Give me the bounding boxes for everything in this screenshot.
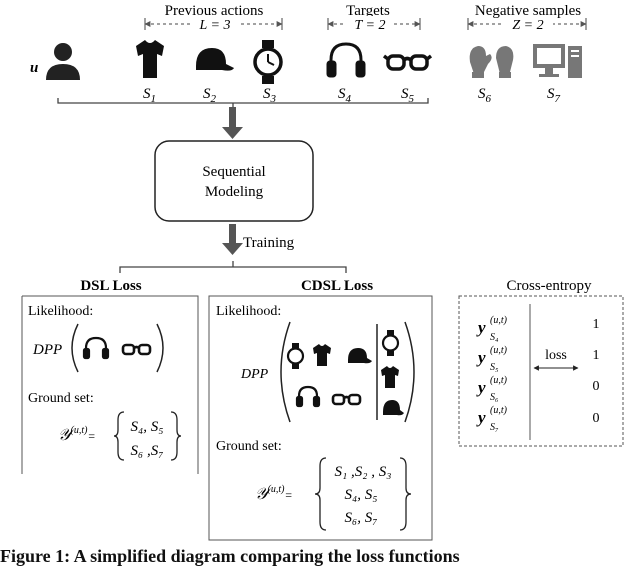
- ce-y-sup: (u,t): [490, 315, 508, 326]
- dsl-set-row1: S₄, S₅: [131, 419, 164, 435]
- ce-y-label: y: [476, 408, 486, 427]
- sequential-modeling-box: [154, 140, 314, 222]
- ce-y-sub: S₆: [490, 392, 499, 403]
- cdsl-cap-icon: [348, 348, 372, 364]
- training-label: Training: [243, 235, 295, 251]
- previous-actions-label: Previous actions: [165, 3, 264, 19]
- cross-entropy-panel-border: [458, 295, 624, 447]
- cdsl-glasses-icon: [331, 393, 362, 406]
- cdsl-col-tshirt-icon: [381, 366, 399, 388]
- cdsl-set-row1: S₁ ,S₂ , S₃: [335, 464, 392, 480]
- ce-row-1: y (u,t) S₅ 1: [476, 345, 600, 373]
- ce-value: 1: [593, 348, 600, 363]
- item-label-s6: S6: [478, 86, 492, 105]
- tshirt-icon: [136, 40, 164, 78]
- down-arrow-to-model: [222, 107, 243, 139]
- ce-value: 0: [593, 379, 600, 394]
- ce-y-label: y: [476, 378, 486, 397]
- label-mask: [346, 16, 394, 32]
- cdsl-set-right-brace: [399, 457, 412, 531]
- ce-y-sub: S₄: [490, 332, 499, 343]
- label-mask: [190, 16, 240, 32]
- cdsl-panel-border: [208, 295, 433, 541]
- input-brace: [57, 98, 429, 108]
- ce-loss-label: loss: [545, 348, 567, 363]
- ce-y-sub: S₅: [490, 362, 499, 373]
- dsl-ground-symbol: 𝒴(u,t)=: [58, 425, 96, 444]
- item-label-s1: S1: [143, 86, 156, 105]
- cdsl-right-paren: [404, 321, 415, 423]
- cdsl-likelihood-label: Likelihood:: [216, 304, 281, 319]
- down-arrow-training: [222, 224, 243, 255]
- ce-y-sup: (u,t): [490, 375, 508, 386]
- T-label: T = 2: [355, 18, 386, 33]
- dsl-title: DSL Loss: [80, 278, 141, 294]
- loss-brace: [119, 261, 347, 273]
- figure-caption: Figure 1: A simplified diagram comparing…: [0, 546, 460, 566]
- user-label: u: [30, 60, 38, 76]
- item-label-s3: S3: [263, 86, 277, 105]
- dsl-dpp-label: DPP: [32, 342, 62, 358]
- ce-row-2: y (u,t) S₆ 0: [476, 375, 600, 403]
- cdsl-tshirt-icon: [313, 344, 331, 366]
- headphones-icon: [326, 42, 366, 78]
- cdsl-set-row2: S₄, S₅: [345, 487, 378, 503]
- dsl-ground-set-label: Ground set:: [28, 391, 94, 406]
- watch-icon: [253, 40, 283, 84]
- item-label-s5: S5: [401, 86, 415, 105]
- glasses-icon: [382, 54, 433, 71]
- ce-y-label: y: [476, 348, 486, 367]
- cross-entropy-title: Cross-entropy: [507, 278, 592, 294]
- mittens-icon: [469, 46, 514, 78]
- cdsl-ground-set-label: Ground set:: [216, 439, 282, 454]
- ce-value: 1: [593, 317, 600, 332]
- ce-row-0: y (u,t) S₄ 1: [476, 315, 600, 343]
- dsl-left-paren: [71, 323, 79, 373]
- ce-y-sub: S₇: [490, 422, 499, 433]
- dsl-set-left-brace: [113, 411, 125, 461]
- model-line2: Modeling: [205, 184, 264, 200]
- model-line1: Sequential: [202, 164, 265, 180]
- negative-samples-label: Negative samples: [475, 3, 581, 19]
- dsl-set-right-brace: [170, 411, 182, 461]
- cdsl-watch-icon: [286, 343, 305, 369]
- item-label-s2: S2: [203, 86, 217, 105]
- cdsl-col-watch-icon: [381, 330, 400, 356]
- item-label-s4: S4: [338, 86, 352, 105]
- targets-label: Targets: [346, 3, 390, 19]
- ce-y-sup: (u,t): [490, 345, 508, 356]
- cdsl-col-cap-icon: [383, 400, 404, 416]
- label-mask: [503, 16, 553, 32]
- item-label-s7: S7: [547, 86, 561, 105]
- dsl-headphones-icon: [82, 336, 110, 360]
- ce-value: 0: [593, 411, 600, 426]
- cdsl-left-paren: [280, 321, 291, 423]
- ce-y-sup: (u,t): [490, 405, 508, 416]
- dsl-right-paren: [156, 323, 164, 373]
- cdsl-title: CDSL Loss: [301, 278, 373, 294]
- dsl-panel-border: [21, 295, 199, 474]
- cdsl-dpp-label: DPP: [240, 367, 269, 382]
- cdsl-ground-symbol: 𝒴(u,t)=: [255, 484, 293, 503]
- dsl-glasses-icon: [121, 343, 152, 356]
- ce-y-label: y: [476, 318, 486, 337]
- dsl-likelihood-label: Likelihood:: [28, 304, 93, 319]
- Z-label: Z = 2: [512, 18, 543, 33]
- L-label: L = 3: [199, 18, 231, 33]
- cdsl-set-left-brace: [314, 457, 327, 531]
- ce-row-3: y (u,t) S₇ 0: [476, 405, 600, 433]
- cdsl-headphones-icon: [295, 385, 321, 408]
- cdsl-set-row3: S₆, S₇: [345, 510, 378, 526]
- user-icon: [46, 43, 80, 80]
- dsl-set-row2: S₆ ,S₇: [131, 443, 164, 459]
- computer-icon: [533, 44, 582, 78]
- cap-icon: [196, 48, 234, 71]
